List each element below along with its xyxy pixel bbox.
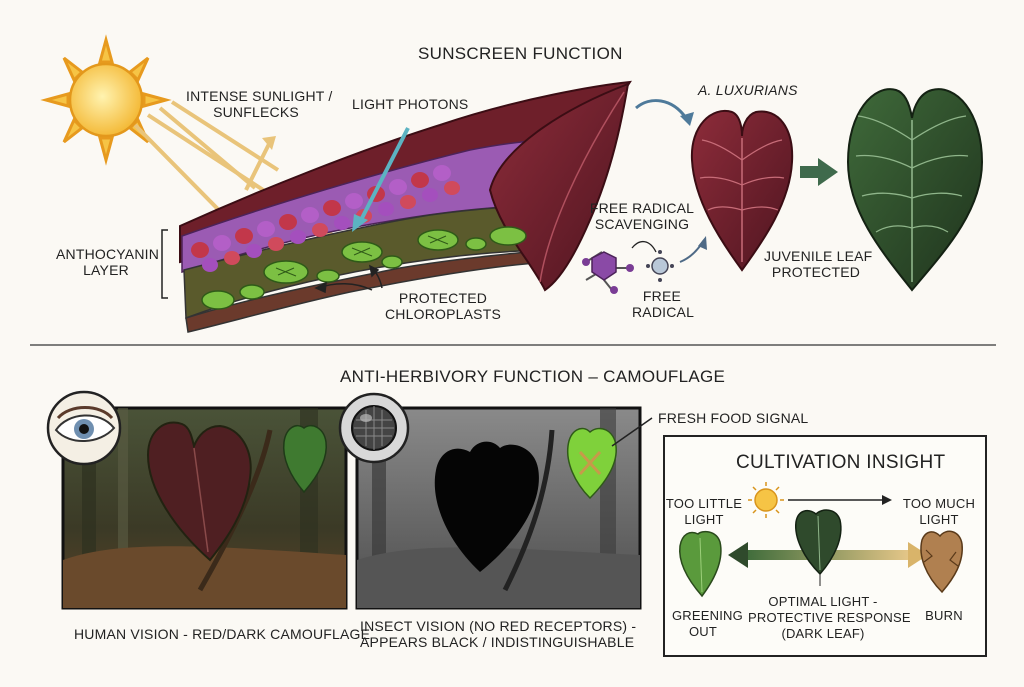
curved-arrow-icon <box>635 99 694 126</box>
insect-vision-label-line2: APPEARS BLACK / INDISTINGUISHABLE <box>360 634 635 650</box>
anthocyanin-label-line2: LAYER <box>83 262 129 278</box>
free-radical-icon <box>646 250 674 282</box>
too-much-label-line1: TOO MUCH <box>902 496 976 511</box>
photon-arrow-icon <box>352 127 410 232</box>
cultivation-box <box>663 435 987 657</box>
green-leaf <box>846 88 984 292</box>
greening-label-line2: OUT <box>688 624 718 639</box>
sunlight-label: INTENSE SUNLIGHT / SUNFLECKS <box>186 88 333 120</box>
insect-eye-icon <box>338 392 410 464</box>
red-leaf <box>690 109 794 272</box>
fresh-food-label: FRESH FOOD SIGNAL <box>658 410 809 426</box>
optimal-label-line1: OPTIMAL LIGHT - <box>768 594 878 609</box>
too-little-label-line1: TOO LITTLE <box>665 496 743 511</box>
free-radical-label: FREE RADICAL <box>632 288 695 320</box>
juvenile-label-line1: JUVENILE LEAF <box>764 248 873 264</box>
too-little-label-line2: LIGHT <box>684 512 724 527</box>
cross-mark-icon <box>578 450 602 476</box>
too-much-label-line2: LIGHT <box>919 512 959 527</box>
insect-vision-label: INSECT VISION (NO RED RECEPTORS) - APPEA… <box>360 618 637 650</box>
cultivation-title: CULTIVATION INSIGHT <box>736 452 946 473</box>
camouflage-title: ANTI-HERBIVORY FUNCTION – CAMOUFLAGE <box>340 367 726 386</box>
arrow-icon <box>800 158 838 186</box>
scavenging-label: FREE RADICAL SCAVENGING <box>586 200 698 232</box>
species-label: A. LUXURIANS <box>698 82 798 98</box>
chloroplasts-label-line1: PROTECTED <box>398 290 488 306</box>
sun-icon <box>40 34 172 166</box>
scavenging-label-line2: SCAVENGING <box>594 216 690 232</box>
insect-vision-panel <box>355 406 642 610</box>
too-much-label: TOO MUCH LIGHT <box>900 496 978 528</box>
anthocyanin-label-line1: ANTHOCYANIN <box>56 246 160 262</box>
optimal-label-line3: (DARK LEAF) <box>781 626 865 641</box>
juvenile-label: JUVENILE LEAF PROTECTED <box>764 248 873 280</box>
photons-label: LIGHT PHOTONS <box>352 96 469 112</box>
free-radical-label-line1: FREE <box>642 288 682 304</box>
scavenging-label-line1: FREE RADICAL <box>589 200 695 216</box>
greening-label: GREENING OUT <box>672 608 743 640</box>
optimal-label: OPTIMAL LIGHT - PROTECTIVE RESPONSE (DAR… <box>748 594 911 642</box>
chloroplasts <box>201 226 527 310</box>
sunlight-label-line1: INTENSE SUNLIGHT / <box>186 88 333 104</box>
sunscreen-title: SUNSCREEN FUNCTION <box>418 44 623 63</box>
anthocyanin-label: ANTHOCYANIN LAYER <box>56 246 160 278</box>
free-radical-label-line2: RADICAL <box>632 304 695 320</box>
small-sun-icon <box>748 482 784 518</box>
greening-label-line1: GREENING <box>672 608 743 623</box>
chloroplast-arrows <box>314 264 383 294</box>
fresh-food-pointer <box>611 417 653 447</box>
anthocyanin-bracket <box>161 229 168 299</box>
chloroplasts-label-line2: CHLOROPLASTS <box>385 306 501 322</box>
burn-label: BURN <box>925 608 963 623</box>
scavenging-arrow-icon <box>631 241 657 253</box>
insect-vision-label-line1: INSECT VISION (NO RED RECEPTORS) - <box>360 618 637 634</box>
sunlight-label-line2: SUNFLECKS <box>213 104 299 120</box>
juvenile-label-line2: PROTECTED <box>771 264 861 280</box>
optimal-label-line2: PROTECTIVE RESPONSE <box>748 610 911 625</box>
human-vision-label: HUMAN VISION - RED/DARK CAMOUFLAGE <box>74 626 371 642</box>
molecule-icon <box>582 251 634 294</box>
too-little-label: TOO LITTLE LIGHT <box>664 496 744 528</box>
chloroplasts-label: PROTECTED CHLOROPLASTS <box>378 290 508 322</box>
eye-icon <box>46 390 122 466</box>
thylakoid-lines <box>275 235 449 277</box>
